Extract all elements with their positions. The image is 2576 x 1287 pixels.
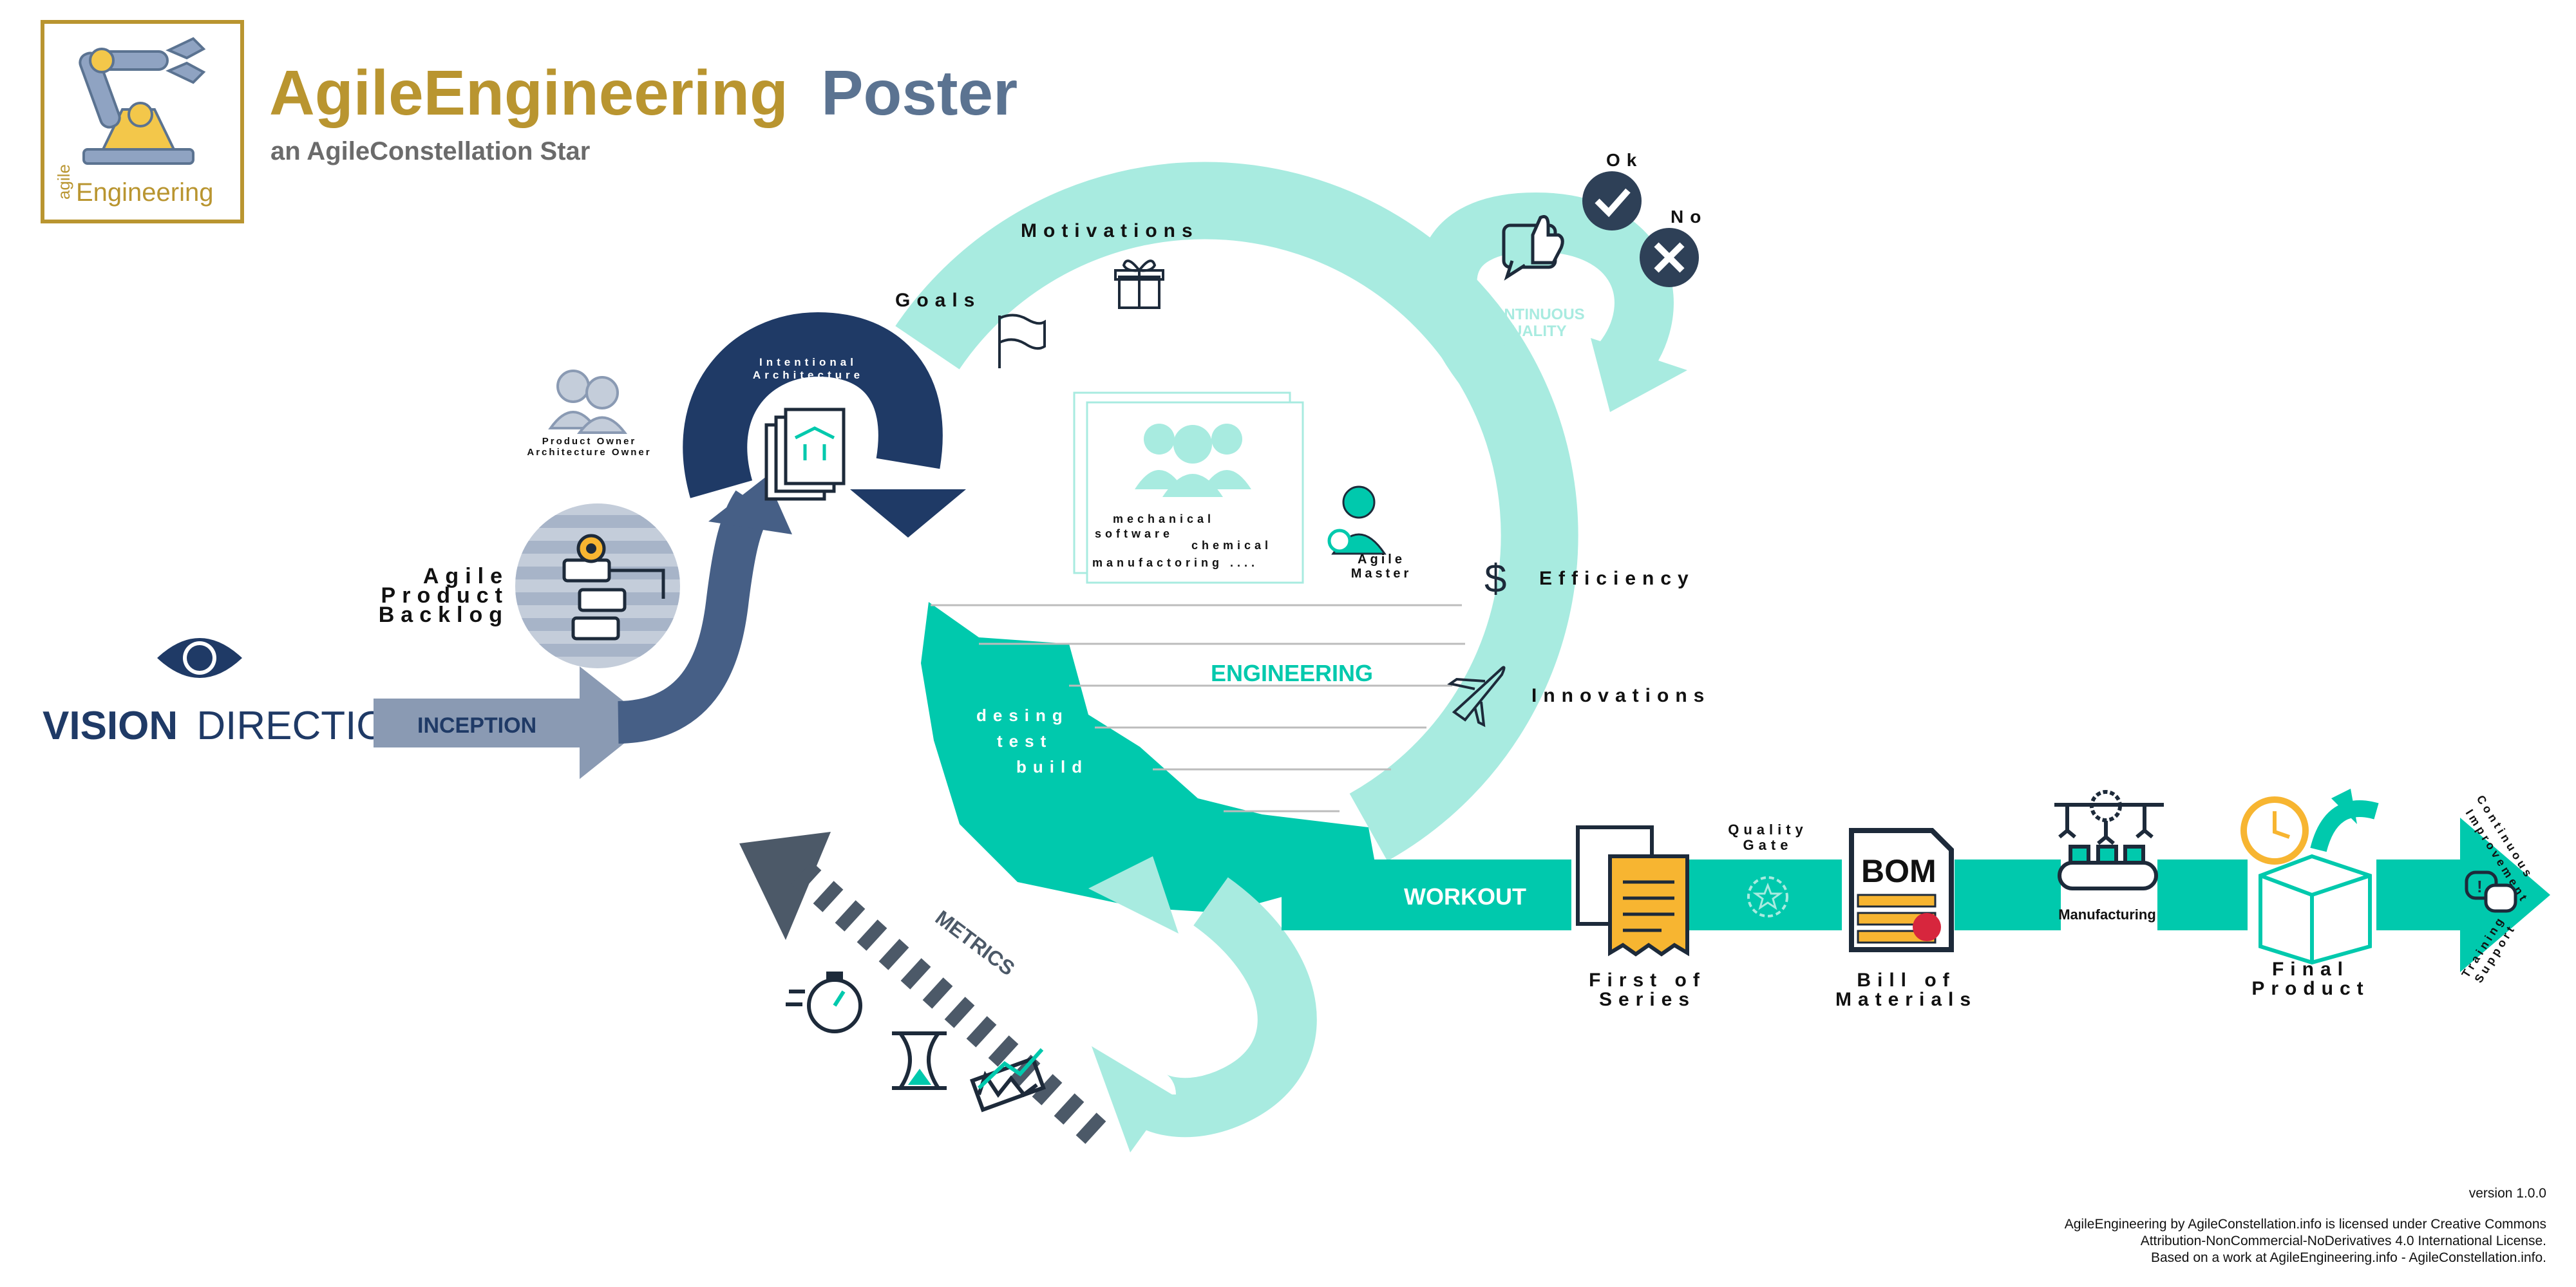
final-product-icon (2240, 789, 2379, 965)
cycle-build: build (1016, 757, 1088, 776)
footer: version 1.0.0 AgileEngineering by AgileC… (2065, 1186, 2546, 1265)
team-text-mechanical: mechanical (1113, 512, 1215, 525)
footer-license-1: AgileEngineering by AgileConstellation.i… (2065, 1217, 2546, 1232)
engineering-wedge (921, 602, 1375, 913)
vision-direction-label: VISION DIRECTION (43, 704, 416, 748)
bom-label-1: Bill of (1857, 970, 1955, 991)
page-title: AgileEngineering Poster (269, 57, 1018, 128)
team-text-software: software (1095, 527, 1173, 540)
bottom-loop (1088, 856, 1317, 1152)
eye-icon (157, 638, 242, 678)
svg-text:Agile: Agile (423, 564, 509, 588)
ok-label: Ok (1606, 150, 1643, 170)
team-card: mechanical software chemical manufactori… (1073, 391, 1304, 584)
blueprint-icon (764, 408, 846, 501)
engineering-label: ENGINEERING (1211, 660, 1373, 686)
product-owner-label-2: Architecture Owner (527, 447, 651, 458)
workout-label: WORKOUT (1404, 883, 1526, 910)
agile-master-icon (1327, 485, 1387, 555)
svg-text:Product: Product (381, 583, 509, 608)
team-text-chemical: chemical (1191, 539, 1272, 552)
logo-brand-text: Engineering (76, 178, 214, 207)
logo-box: agile Engineering (41, 20, 244, 223)
final-product-2: Product (2251, 978, 2369, 999)
product-owner-label-1: Product Owner (542, 436, 637, 447)
architecture-label-line1: Intentional (759, 356, 857, 368)
logo-small-text: agile (54, 164, 73, 200)
svg-text:Backlog: Backlog (379, 603, 509, 627)
goals-label: Goals (895, 290, 981, 311)
document-receipt-icon (1576, 825, 1689, 957)
architecture-arc: Intentional Architecture (683, 312, 966, 538)
footer-version: version 1.0.0 (2469, 1186, 2546, 1201)
svg-text:!: ! (2477, 877, 2483, 896)
backlog-label: Agile Product Backlog (379, 564, 509, 627)
thumbs-up-icon (1502, 215, 1564, 281)
gift-icon (1114, 259, 1164, 309)
quality-star-icon (1747, 876, 1788, 917)
continuous-quality-loop (1417, 192, 1687, 412)
first-of-series-1: First of (1589, 970, 1706, 991)
agile-master-label-1: Agile (1358, 552, 1405, 567)
architecture-label-line2: Architecture (753, 369, 864, 381)
page-subtitle: an AgileConstellation Star (270, 137, 590, 165)
quality-gate-1: Quality (1728, 822, 1808, 838)
dollar-icon: $ (1484, 557, 1506, 601)
no-label: No (1671, 207, 1707, 227)
bom-badge: BOM (1861, 853, 1937, 889)
final-product-1: Final (2272, 959, 2349, 980)
no-cross-icon[interactable] (1640, 228, 1699, 287)
stopwatch-icon (786, 972, 862, 1033)
bom-document-icon: BOM (1849, 828, 1954, 952)
ok-check-icon[interactable] (1582, 171, 1642, 230)
backlog-disc (515, 503, 680, 668)
airplane-icon (1447, 666, 1506, 728)
motivations-label: Motivations (1021, 220, 1199, 241)
title-part2: Poster (821, 57, 1018, 128)
title-part1: AgileEngineering (269, 57, 788, 128)
flag-icon (998, 314, 1046, 368)
inception-arrow: INCEPTION (374, 666, 650, 779)
first-of-series-2: Series (1599, 989, 1696, 1010)
innovations-label: Innovations (1531, 685, 1710, 706)
backlog-icon (562, 534, 665, 641)
team-icon (1135, 424, 1251, 497)
footer-license-2: Attribution-NonCommercial-NoDerivatives … (2141, 1234, 2546, 1248)
inception-label: INCEPTION (417, 713, 536, 738)
metrics-label: METRICS (931, 906, 1019, 980)
agile-master-label-2: Master (1351, 567, 1412, 581)
chart-trend-icon (969, 1047, 1046, 1113)
quality-gate-2: Gate (1743, 837, 1793, 853)
robot-arm-icon (79, 37, 206, 165)
cycle-test: test (997, 731, 1052, 751)
team-text-manufactoring: manufactoring .... (1092, 556, 1258, 569)
hourglass-icon (892, 1031, 947, 1090)
product-owner-icon (548, 370, 627, 434)
manufacturing-label: Manufacturing (2058, 907, 2156, 923)
continuous-quality-line1: CONTINUOUS (1481, 306, 1584, 323)
efficiency-label: Efficiency (1539, 568, 1695, 589)
manufacturing-icon (2054, 790, 2164, 890)
cycle-design: desing (976, 706, 1069, 725)
footer-license-3: Based on a work at AgileEngineering.info… (2151, 1250, 2546, 1265)
bom-label-2: Materials (1835, 989, 1977, 1010)
continuous-quality-line2: QUALITY (1499, 323, 1566, 340)
chat-bubbles-icon: ! (2465, 870, 2517, 913)
